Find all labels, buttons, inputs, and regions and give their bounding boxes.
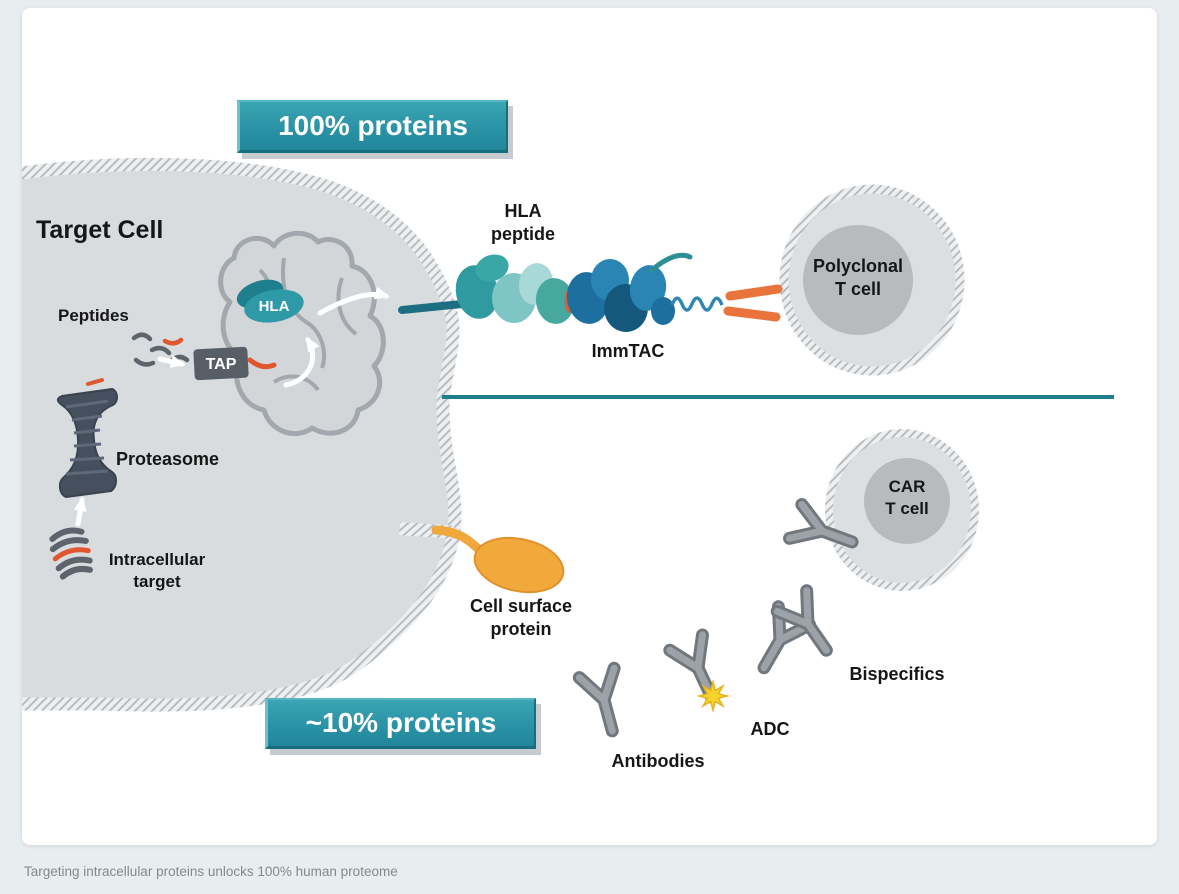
adc-label: ADC (750, 719, 790, 739)
arrow-peptides-to-tap (157, 355, 186, 368)
immtac-label: ImmTAC (591, 341, 665, 361)
antibody-icon (579, 668, 629, 735)
banner-100-proteins: 100% proteins (237, 100, 508, 153)
tap-transporter-icon (193, 346, 249, 381)
cell-surface-protein-icon (399, 522, 565, 594)
arrow-tap-to-hla (283, 336, 320, 388)
bispecifics-label: Bispecifics (849, 664, 945, 684)
banner-100-label: 100% proteins (278, 110, 468, 141)
car-t-cell-icon (825, 429, 979, 591)
banner-10-label: ~10% proteins (305, 707, 497, 738)
target-cell-title: Target Cell (36, 216, 164, 244)
hla-peptide-label: HLA peptide (490, 201, 555, 245)
car-t-cell-label: CAR T cell (885, 477, 929, 518)
polyclonal-t-cell-label: Polyclonal T cell (812, 256, 904, 300)
t-cell-receptor-icon (723, 284, 783, 322)
cell-surface-protein-label: Cell surface protein (469, 596, 573, 640)
antibodies-label: Antibodies (611, 751, 705, 771)
adc-icon (670, 635, 728, 713)
figure-caption: Targeting intracellular proteins unlocks… (24, 864, 398, 879)
diagram-card: 100% proteins ~10% proteins Target Cell … (22, 8, 1157, 845)
intracellular-target-label: Intracellular target (108, 550, 206, 591)
tap-peptide-icon (247, 357, 277, 370)
hla-molecule-icon (236, 279, 304, 323)
immtac-molecule-icon (566, 252, 724, 332)
proteasome-icon (56, 378, 118, 498)
peptides-label: Peptides (58, 306, 129, 325)
diagram-canvas (22, 157, 1114, 845)
arrow-hla-to-membrane (317, 286, 390, 316)
transport-arrows (73, 286, 390, 527)
tap-label: TAP (205, 356, 237, 373)
arrow-target-to-proteasome (73, 496, 87, 527)
hla-label: HLA (258, 298, 290, 315)
proteasome-label: Proteasome (116, 449, 220, 469)
polyclonal-t-cell-icon (779, 184, 965, 376)
intracellular-target-icon (49, 527, 93, 580)
banner-10-proteins: ~10% proteins (265, 698, 536, 749)
